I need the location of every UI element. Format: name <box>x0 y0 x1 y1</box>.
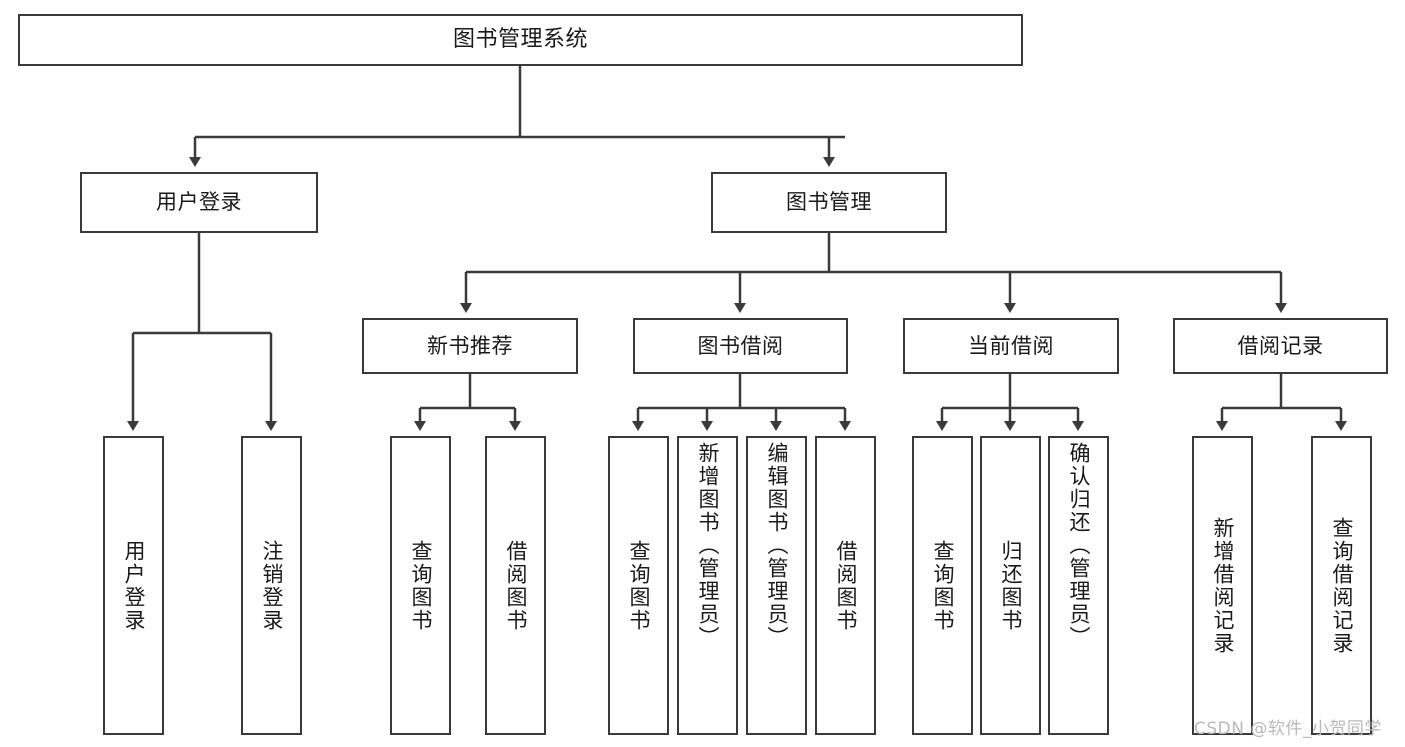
node-borrow-record-label: 借阅记录 <box>1237 333 1324 358</box>
leaf-current-borrow-confirm[interactable]: 确认归还（管理员） <box>1048 436 1109 735</box>
leaf-current-borrow-query[interactable]: 查询图书 <box>912 436 973 735</box>
leaf-new-book-query[interactable]: 查询图书 <box>390 436 451 735</box>
leaf-user-login-logout[interactable]: 注销登录 <box>241 436 302 735</box>
leaf-current-borrow-query-label: 查询图书 <box>931 539 955 632</box>
leaf-book-borrow-borrow[interactable]: 借阅图书 <box>815 436 876 735</box>
leaf-current-borrow-confirm-label: 确认归还（管理员） <box>1067 442 1091 649</box>
leaf-borrow-record-add[interactable]: 新增借阅记录 <box>1192 436 1253 735</box>
leaf-book-borrow-edit[interactable]: 编辑图书（管理员） <box>746 436 807 735</box>
node-book-management-label: 图书管理 <box>786 190 872 215</box>
node-new-book-recommend[interactable]: 新书推荐 <box>362 318 578 374</box>
leaf-current-borrow-return[interactable]: 归还图书 <box>980 436 1041 735</box>
node-current-borrow[interactable]: 当前借阅 <box>903 318 1119 374</box>
leaf-book-borrow-add[interactable]: 新增图书（管理员） <box>677 436 738 735</box>
node-root[interactable]: 图书管理系统 <box>18 14 1023 66</box>
node-book-borrow[interactable]: 图书借阅 <box>633 318 848 374</box>
leaf-book-borrow-edit-label: 编辑图书（管理员） <box>765 442 789 649</box>
leaf-user-login-login-label: 用户登录 <box>122 539 146 632</box>
node-current-borrow-label: 当前借阅 <box>968 333 1054 358</box>
node-borrow-record[interactable]: 借阅记录 <box>1173 318 1388 374</box>
node-new-book-recommend-label: 新书推荐 <box>427 333 513 358</box>
leaf-new-book-borrow-label: 借阅图书 <box>504 539 528 632</box>
watermark: CSDN @软件_小贺同学 <box>1194 719 1382 739</box>
leaf-book-borrow-query[interactable]: 查询图书 <box>608 436 669 735</box>
node-user-login[interactable]: 用户登录 <box>80 172 318 233</box>
leaf-borrow-record-add-label: 新增借阅记录 <box>1211 516 1235 655</box>
node-book-management[interactable]: 图书管理 <box>711 172 947 233</box>
leaf-book-borrow-add-label: 新增图书（管理员） <box>696 442 720 649</box>
leaf-borrow-record-query[interactable]: 查询借阅记录 <box>1311 436 1372 735</box>
leaf-book-borrow-borrow-label: 借阅图书 <box>834 539 858 632</box>
leaf-new-book-borrow[interactable]: 借阅图书 <box>485 436 546 735</box>
leaf-new-book-query-label: 查询图书 <box>409 539 433 632</box>
leaf-book-borrow-query-label: 查询图书 <box>627 539 651 632</box>
node-user-login-label: 用户登录 <box>156 190 242 215</box>
node-root-label: 图书管理系统 <box>452 27 588 53</box>
leaf-user-login-login[interactable]: 用户登录 <box>103 436 164 735</box>
node-book-borrow-label: 图书借阅 <box>697 333 784 358</box>
leaf-current-borrow-return-label: 归还图书 <box>999 539 1023 632</box>
leaf-user-login-logout-label: 注销登录 <box>260 539 284 632</box>
leaf-borrow-record-query-label: 查询借阅记录 <box>1330 516 1354 655</box>
